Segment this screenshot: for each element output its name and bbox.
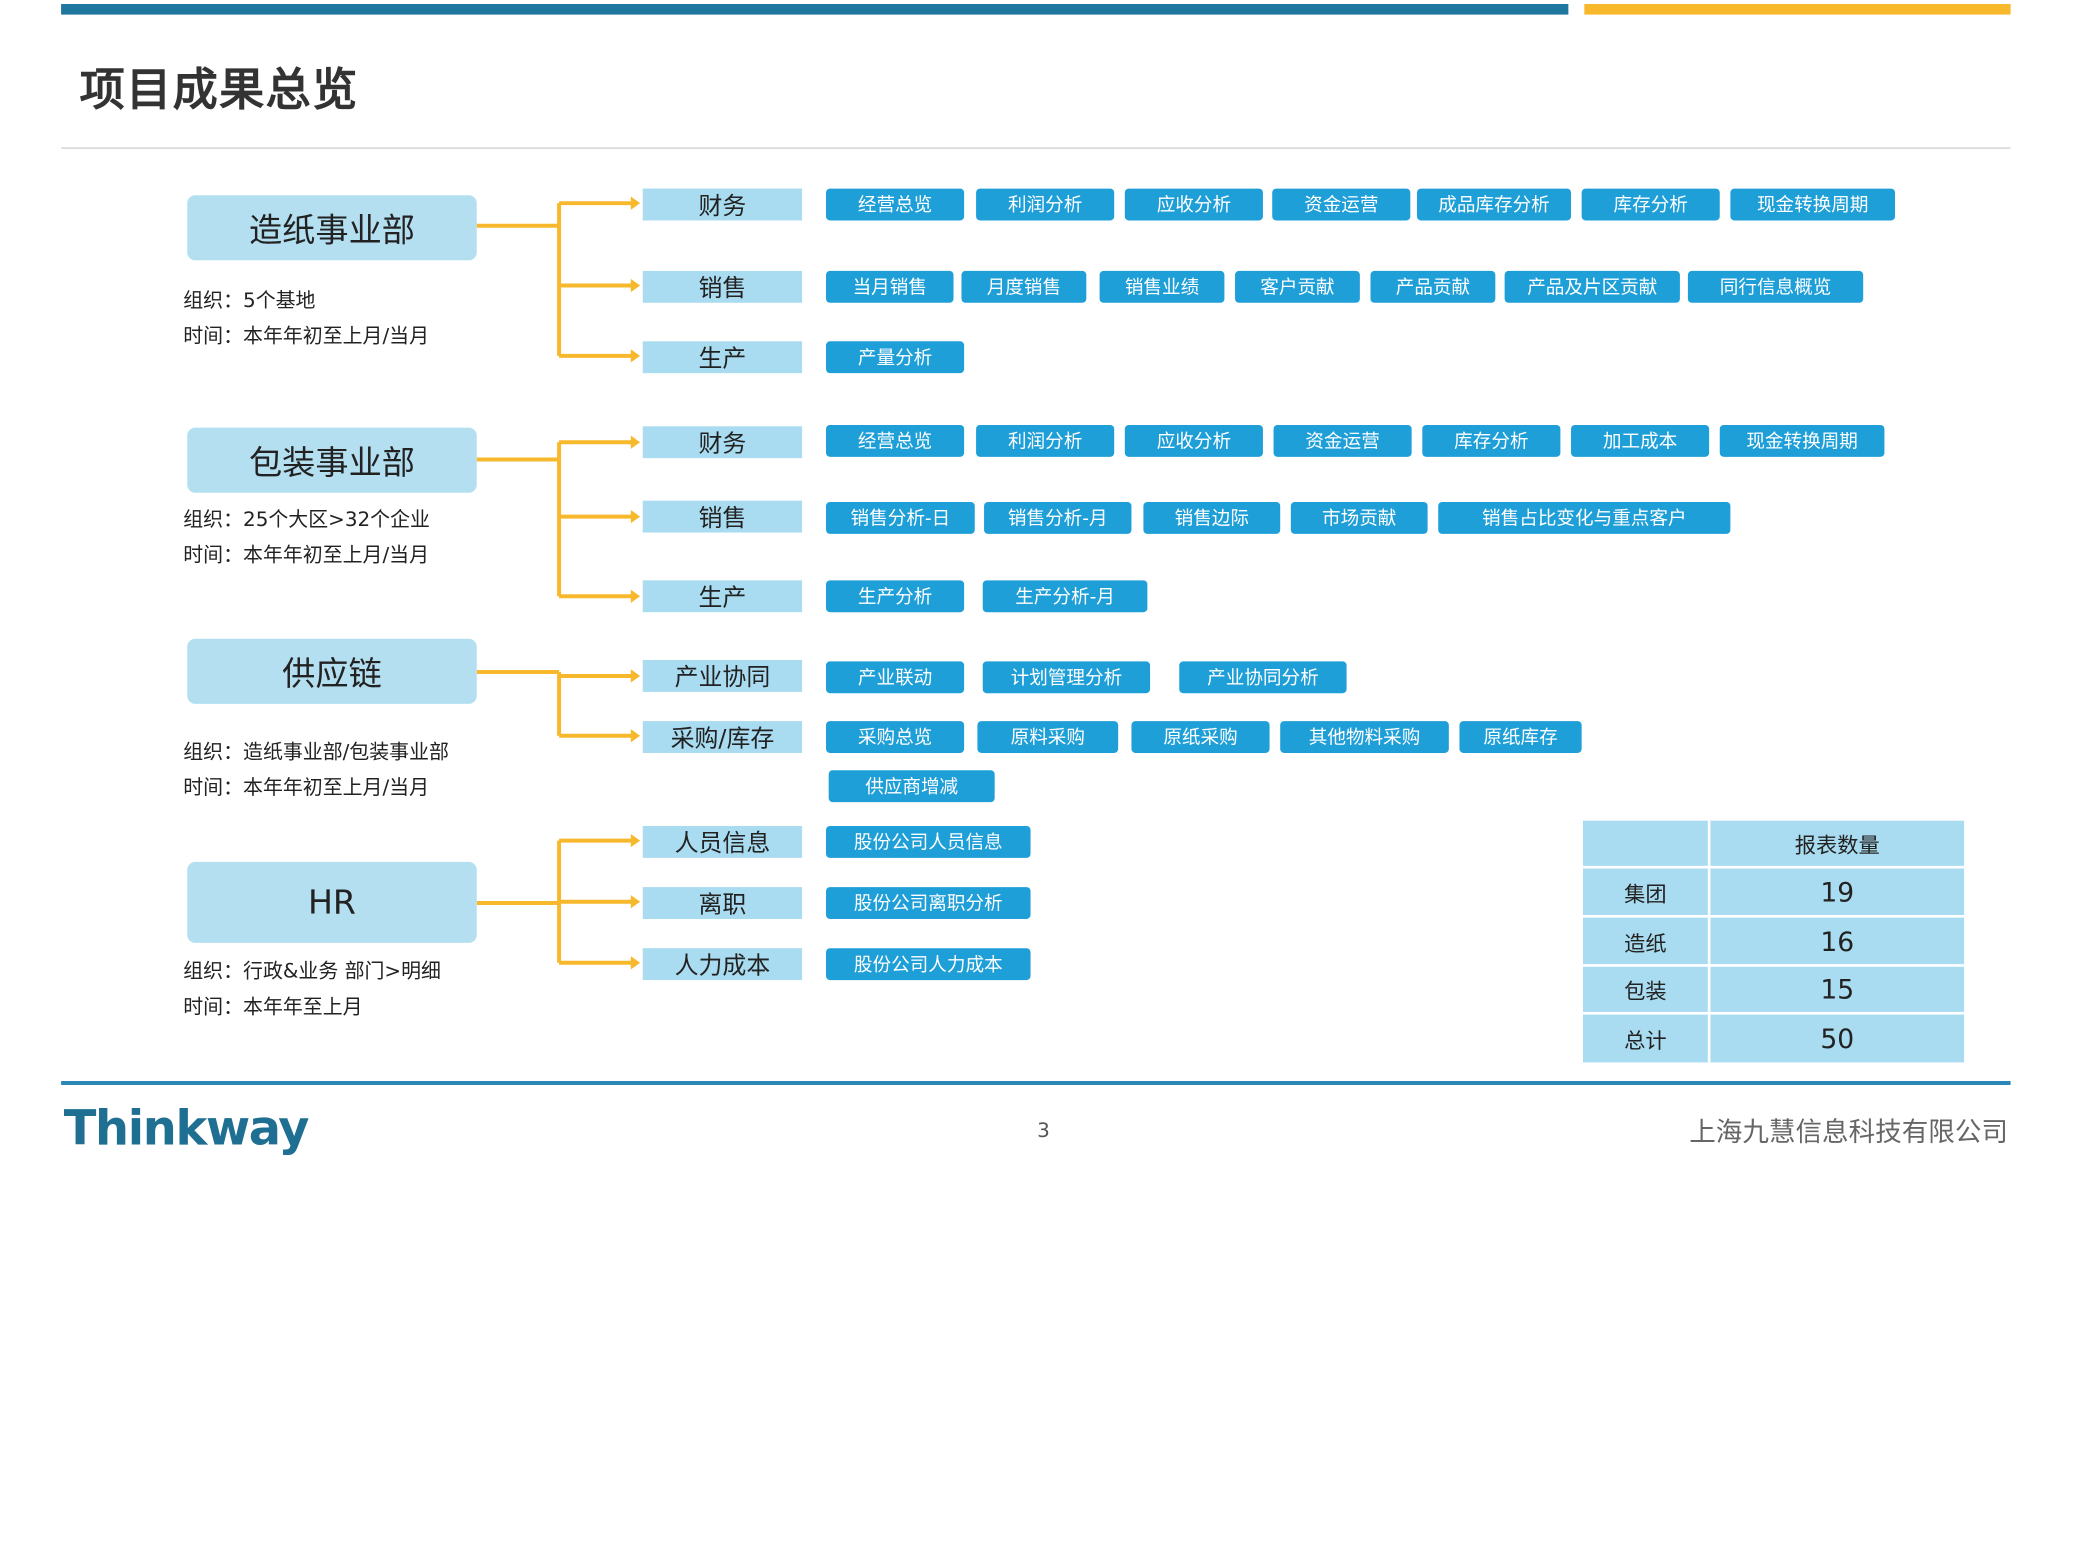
footer-divider: [61, 1080, 2011, 1085]
company-name: 上海九慧信息科技有限公司: [1689, 1115, 2008, 1148]
report-tag[interactable]: 产业联动: [826, 661, 965, 694]
report-tag[interactable]: 生产分析: [826, 580, 965, 613]
report-tag[interactable]: 利润分析: [976, 188, 1115, 221]
table-divider: [1582, 964, 1965, 967]
report-tag[interactable]: 股份公司人员信息: [826, 826, 1031, 858]
dept-org-packaging: 组织：25个大区>32个企业: [183, 507, 430, 532]
report-tag[interactable]: 销售占比变化与重点客户: [1438, 501, 1731, 534]
report-tag[interactable]: 原纸库存: [1459, 721, 1582, 753]
top-accent-bar-gold: [1584, 3, 2011, 15]
dept-time-hr: 时间：本年年至上月: [183, 994, 363, 1019]
category-collaboration-supply: 产业协同: [642, 660, 803, 692]
arrowhead: [630, 349, 641, 363]
report-tag[interactable]: 产业协同分析: [1179, 661, 1347, 694]
dept-box-hr: HR: [187, 861, 477, 943]
report-tag[interactable]: 现金转换周期: [1730, 188, 1896, 221]
table-divider: [1582, 1011, 1965, 1015]
table-row-value: 16: [1820, 924, 1855, 957]
report-tag[interactable]: 市场贡献: [1290, 501, 1428, 534]
report-tag[interactable]: 股份公司离职分析: [826, 887, 1031, 919]
category-purchase-inventory: 采购/库存: [642, 721, 803, 753]
table-row-label: 集团: [1624, 881, 1667, 907]
report-tag[interactable]: 供应商增减: [828, 770, 995, 803]
report-tag[interactable]: 经营总览: [826, 424, 965, 457]
report-tag[interactable]: 销售业绩: [1099, 270, 1225, 303]
table-row-label: 造纸: [1624, 930, 1667, 956]
table-header: 报表数量: [1794, 832, 1880, 858]
report-tag[interactable]: 利润分析: [976, 424, 1115, 457]
table-row-label: 包装: [1624, 978, 1667, 1004]
arrowhead: [630, 509, 641, 524]
arrowhead: [630, 196, 641, 210]
title-divider: [61, 147, 2011, 149]
dept-box-packaging: 包装事业部: [187, 427, 477, 493]
arrowhead: [630, 669, 641, 683]
report-tag[interactable]: 同行信息概览: [1687, 270, 1864, 303]
report-tag[interactable]: 原料采购: [977, 721, 1119, 753]
arrowhead: [630, 589, 641, 603]
report-tag[interactable]: 资金运营: [1272, 188, 1411, 221]
table-row-value: 50: [1820, 1022, 1855, 1055]
report-tag[interactable]: 生产分析-月: [982, 580, 1148, 613]
report-tag[interactable]: 其他物料采购: [1280, 721, 1449, 753]
arrowhead: [630, 956, 641, 970]
category-finance-paper: 财务: [642, 188, 803, 221]
report-tag[interactable]: 客户贡献: [1235, 270, 1360, 303]
arrowhead: [630, 895, 641, 909]
dept-box-supply-chain: 供应链: [187, 638, 477, 704]
report-tag[interactable]: 当月销售: [826, 270, 954, 303]
dept-time-packaging: 时间：本年年初至上月/当月: [183, 543, 430, 568]
report-tag[interactable]: 采购总览: [826, 721, 965, 753]
dept-time-paper: 时间：本年年初至上月/当月: [183, 324, 430, 348]
report-tag[interactable]: 库存分析: [1422, 424, 1561, 457]
report-tag[interactable]: 产品贡献: [1370, 270, 1496, 303]
category-resignation: 离职: [642, 887, 803, 919]
category-hr-cost: 人力成本: [642, 948, 803, 981]
report-tag[interactable]: 资金运营: [1273, 424, 1412, 457]
arrowhead: [630, 729, 641, 743]
report-tag[interactable]: 成品库存分析: [1416, 188, 1572, 221]
top-accent-bar-blue: [61, 3, 1569, 15]
report-tag[interactable]: 经营总览: [826, 188, 965, 221]
arrowhead: [630, 833, 641, 848]
report-tag[interactable]: 产量分析: [826, 341, 965, 374]
report-count-table: 报表数量 集团 19 造纸 16 包装 15 总计 50: [1582, 820, 1965, 1063]
category-production-packaging: 生产: [642, 580, 803, 613]
report-tag[interactable]: 加工成本: [1571, 424, 1710, 457]
table-divider: [1582, 914, 1965, 918]
report-tag[interactable]: 月度销售: [961, 270, 1087, 303]
category-finance-packaging: 财务: [642, 426, 803, 459]
table-row-label: 总计: [1624, 1027, 1667, 1054]
report-tag[interactable]: 应收分析: [1124, 424, 1263, 457]
report-tag[interactable]: 股份公司人力成本: [826, 948, 1031, 981]
page-number: 3: [1037, 1118, 1050, 1143]
dept-time-supply-chain: 时间：本年年初至上月/当月: [183, 775, 430, 800]
connector-lines: [476, 196, 641, 970]
report-tag[interactable]: 销售分析-月: [984, 501, 1132, 534]
table-divider: [1582, 865, 1965, 869]
dept-org-supply-chain: 组织：造纸事业部/包装事业部: [183, 739, 449, 764]
dept-org-hr: 组织：行政&业务 部门>明细: [183, 958, 441, 983]
table-divider: [1707, 820, 1711, 1063]
dept-org-paper: 组织：5个基地: [183, 288, 316, 313]
report-tag[interactable]: 计划管理分析: [982, 661, 1151, 694]
category-sales-paper: 销售: [642, 270, 803, 303]
table-row-value: 15: [1820, 973, 1855, 1006]
table-row-value: 19: [1820, 875, 1855, 908]
report-tag[interactable]: 现金转换周期: [1719, 424, 1885, 457]
category-production-paper: 生产: [642, 341, 803, 374]
report-tag[interactable]: 应收分析: [1124, 188, 1263, 221]
report-tag[interactable]: 产品及片区贡献: [1504, 270, 1680, 303]
dept-box-paper: 造纸事业部: [187, 195, 477, 261]
report-tag[interactable]: 库存分析: [1581, 188, 1720, 221]
category-personnel-info: 人员信息: [642, 826, 803, 858]
report-tag[interactable]: 销售边际: [1143, 501, 1281, 534]
thinkway-logo: Thinkway: [63, 1102, 310, 1157]
arrowhead: [630, 435, 641, 449]
page-title: 项目成果总览: [79, 63, 359, 117]
report-tag[interactable]: 原纸采购: [1131, 721, 1270, 753]
report-tag[interactable]: 销售分析-日: [826, 501, 975, 534]
arrowhead: [630, 278, 641, 293]
category-sales-packaging: 销售: [642, 500, 803, 533]
